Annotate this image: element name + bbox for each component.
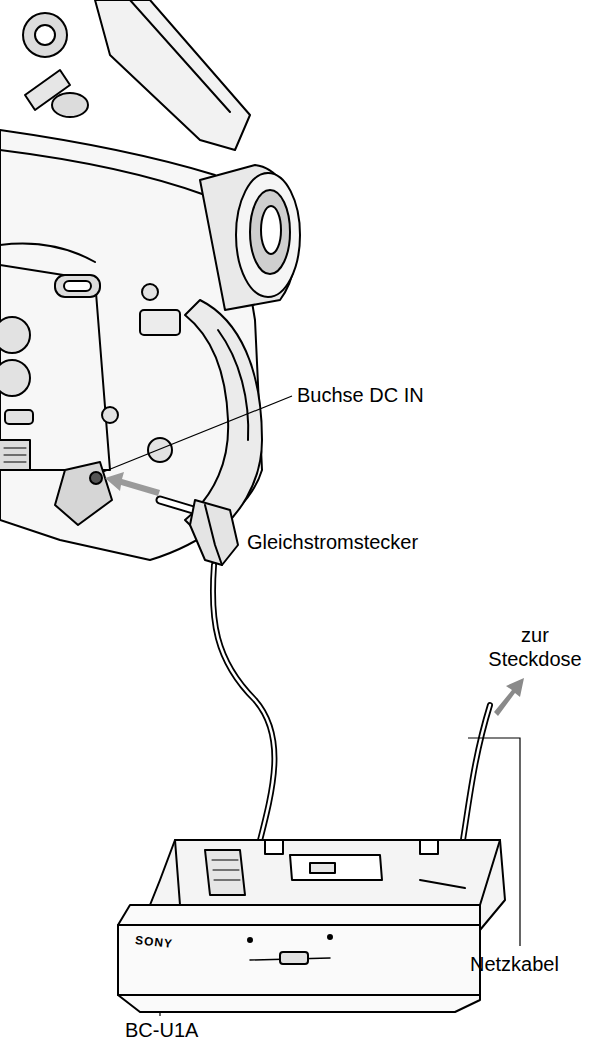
part-label: Gleichstromstecker: [247, 530, 418, 554]
part-label: Buchse DC IN: [297, 383, 424, 407]
part-label: Netzkabel: [470, 952, 559, 976]
direction-label: zur Steckdose: [485, 623, 585, 671]
model-label: BC-U1A: [125, 1018, 198, 1042]
